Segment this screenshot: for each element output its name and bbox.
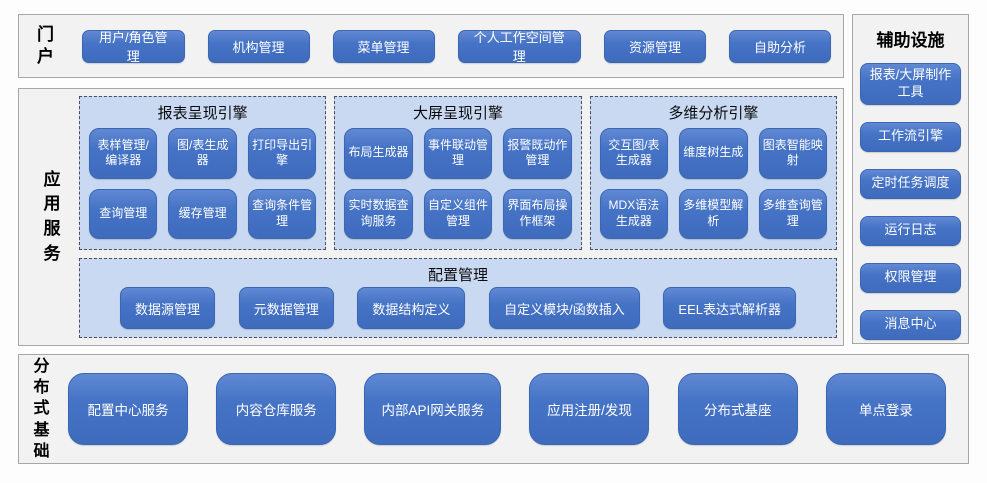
app-services-label-column: 应用服务 — [25, 96, 79, 338]
node-content-repository-service: 内容仓库服务 — [216, 373, 337, 445]
node-user-role-management: 用户/角色管理 — [82, 29, 185, 64]
node-distributed-base: 分布式基座 — [677, 373, 798, 445]
portal-section: 门户 用户/角色管理 机构管理 菜单管理 个人工作空间管理 资源管理 自助分析 — [18, 14, 844, 78]
node-dimension-tree-generation: 维度树生成 — [679, 128, 748, 179]
node-chart-smart-mapping: 图表智能映射 — [758, 128, 827, 179]
bigscreen-engine-grid: 布局生成器 事件联动管理 报警既动作管理 实时数据查询服务 自定义组件管理 界面… — [335, 125, 580, 249]
bigscreen-engine-title: 大屏呈现引擎 — [412, 105, 503, 122]
node-config-center-service: 配置中心服务 — [68, 373, 188, 445]
config-management-group: 配置管理 数据源管理 元数据管理 数据结构定义 自定义模块/函数插入 EEL表达… — [79, 258, 837, 338]
config-management-title: 配置管理 — [427, 267, 488, 284]
node-multidim-query-management: 多维查询管理 — [758, 188, 827, 239]
node-metadata-management: 元数据管理 — [238, 287, 334, 329]
node-report-style-compiler: 表样管理/编译器 — [89, 128, 158, 179]
node-cache-management: 缓存管理 — [168, 188, 237, 239]
node-query-condition-management: 查询条件管理 — [247, 188, 317, 239]
report-engine-title: 报表呈现引擎 — [157, 105, 248, 122]
node-mdx-syntax-generator: MDX语法生成器 — [599, 188, 669, 239]
portal-label: 门户 — [37, 24, 54, 66]
node-scheduled-task-scheduler: 定时任务调度 — [860, 168, 961, 199]
distributed-foundation-section: 分布式基础 配置中心服务 内容仓库服务 内部API网关服务 应用注册/发现 分布… — [18, 354, 969, 464]
olap-engine-title: 多维分析引擎 — [668, 105, 759, 122]
node-event-linkage-management: 事件联动管理 — [423, 128, 493, 179]
olap-engine-grid: 交互图/表生成器 维度树生成 图表智能映射 MDX语法生成器 多维模型解析 多维… — [591, 125, 836, 249]
olap-engine-group: 多维分析引擎 交互图/表生成器 维度树生成 图表智能映射 MDX语法生成器 多维… — [589, 96, 837, 250]
report-engine-grid: 表样管理/编译器 图/表生成器 打印导出引擎 查询管理 缓存管理 查询条件管理 — [80, 125, 325, 249]
node-self-service-analysis: 自助分析 — [729, 29, 831, 63]
node-single-sign-on: 单点登录 — [825, 373, 946, 445]
node-menu-management: 菜单管理 — [332, 29, 435, 63]
auxiliary-buttons-column: 报表/大屏制作工具 工作流引擎 定时任务调度 运行日志 权限管理 消息中心 — [860, 63, 961, 340]
node-realtime-data-query-service: 实时数据查询服务 — [344, 188, 413, 239]
config-management-row: 数据源管理 元数据管理 数据结构定义 自定义模块/函数插入 EEL表达式解析器 — [80, 287, 836, 339]
node-app-registration-discovery: 应用注册/发现 — [529, 373, 650, 445]
node-report-bigscreen-authoring-tool: 报表/大屏制作工具 — [860, 63, 961, 105]
portal-buttons-row: 用户/角色管理 机构管理 菜单管理 个人工作空间管理 资源管理 自助分析 — [82, 29, 831, 64]
node-interactive-chart-generator: 交互图/表生成器 — [599, 128, 669, 179]
auxiliary-facilities-title: 辅助设施 — [876, 31, 945, 50]
node-internal-api-gateway-service: 内部API网关服务 — [364, 373, 502, 445]
node-permission-management: 权限管理 — [860, 262, 961, 293]
engine-groups-row: 报表呈现引擎 表样管理/编译器 图/表生成器 打印导出引擎 查询管理 缓存管理 … — [79, 96, 837, 250]
node-data-structure-definition: 数据结构定义 — [357, 287, 466, 329]
node-custom-module-function-insert: 自定义模块/函数插入 — [489, 287, 640, 329]
node-datasource-management: 数据源管理 — [120, 287, 216, 329]
node-ui-layout-operation-framework: 界面布局操作框架 — [503, 188, 572, 239]
node-print-export-engine: 打印导出引擎 — [247, 128, 317, 179]
app-services-content: 报表呈现引擎 表样管理/编译器 图/表生成器 打印导出引擎 查询管理 缓存管理 … — [79, 96, 837, 338]
distributed-buttons-row: 配置中心服务 内容仓库服务 内部API网关服务 应用注册/发现 分布式基座 单点… — [68, 373, 946, 445]
node-layout-generator: 布局生成器 — [344, 128, 413, 179]
node-multidim-model-parsing: 多维模型解析 — [679, 188, 748, 239]
app-services-label: 应用服务 — [43, 169, 61, 263]
node-personal-workspace-management: 个人工作空间管理 — [457, 29, 581, 64]
node-alarm-action-management: 报警既动作管理 — [503, 128, 572, 179]
node-resource-management: 资源管理 — [604, 29, 706, 63]
node-chart-table-generator: 图/表生成器 — [168, 128, 237, 179]
node-custom-component-management: 自定义组件管理 — [423, 188, 493, 239]
auxiliary-facilities-panel: 辅助设施 报表/大屏制作工具 工作流引擎 定时任务调度 运行日志 权限管理 消息… — [852, 14, 969, 344]
report-engine-group: 报表呈现引擎 表样管理/编译器 图/表生成器 打印导出引擎 查询管理 缓存管理 … — [79, 96, 327, 250]
node-message-center: 消息中心 — [860, 309, 961, 340]
node-workflow-engine: 工作流引擎 — [860, 121, 961, 152]
bigscreen-engine-group: 大屏呈现引擎 布局生成器 事件联动管理 报警既动作管理 实时数据查询服务 自定义… — [334, 96, 582, 250]
node-organization-management: 机构管理 — [207, 29, 310, 63]
node-run-log: 运行日志 — [860, 215, 961, 246]
node-eel-expression-parser: EEL表达式解析器 — [663, 287, 796, 329]
node-query-management: 查询管理 — [89, 188, 158, 239]
app-services-section: 应用服务 报表呈现引擎 表样管理/编译器 图/表生成器 打印导出引擎 查询管理 … — [18, 88, 844, 346]
distributed-foundation-label: 分布式基础 — [33, 358, 50, 460]
